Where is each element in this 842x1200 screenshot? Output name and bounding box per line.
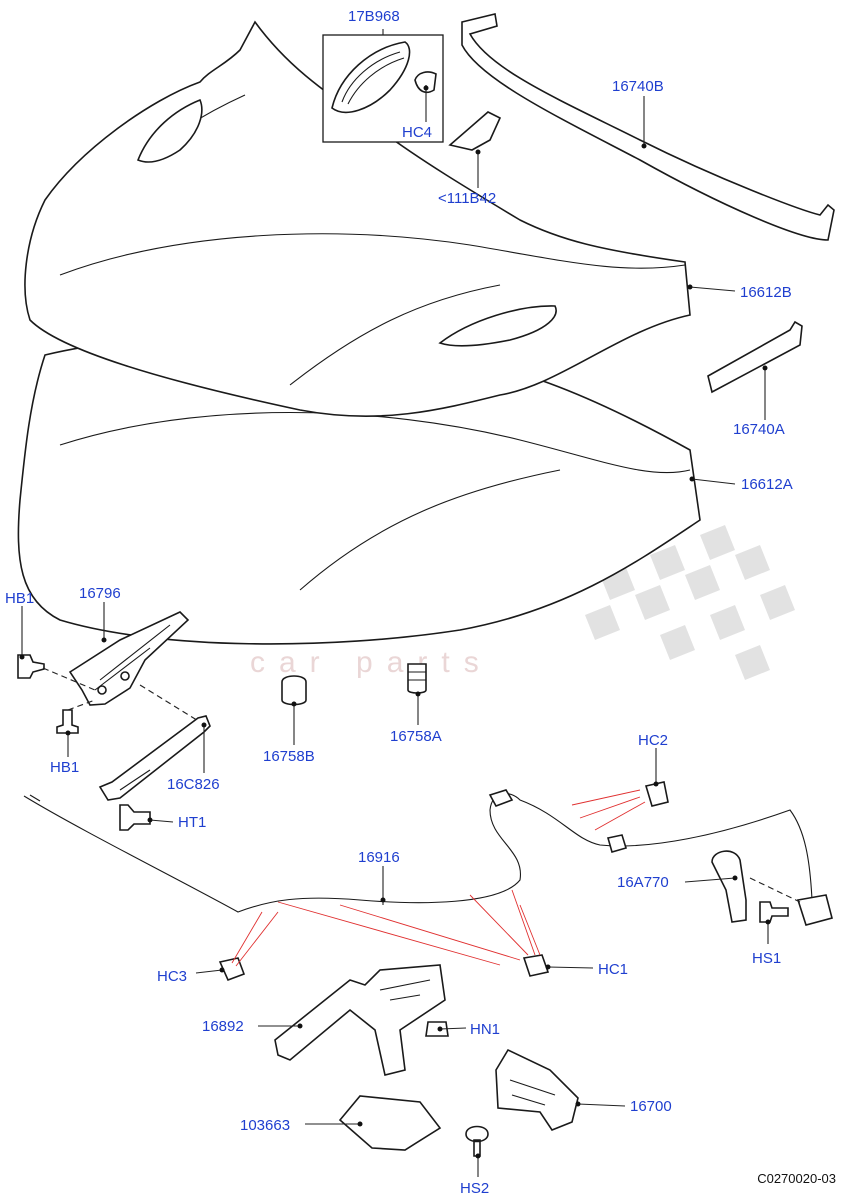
label-103663: 103663 <box>240 1117 290 1134</box>
label-111B42: <111B42 <box>438 190 496 207</box>
release-handle-16A770 <box>711 850 833 926</box>
seal-16740A <box>707 320 803 394</box>
label-16892: 16892 <box>202 1018 244 1035</box>
label-16758A: 16758A <box>390 728 442 745</box>
nut-HN1 <box>425 1021 449 1037</box>
bolt-HT1 <box>119 804 151 831</box>
label-17B968: 17B968 <box>348 8 400 25</box>
label-16758B: 16758B <box>263 748 315 765</box>
bolt-HB1-lower <box>56 709 79 734</box>
screw-HS1 <box>759 901 789 923</box>
label-16796: 16796 <box>79 585 121 602</box>
label-16612B: 16612B <box>740 284 792 301</box>
label-HS1: HS1 <box>752 950 781 967</box>
label-16916: 16916 <box>358 849 400 866</box>
bump-stop-16758B <box>281 675 307 706</box>
clip-HC1 <box>522 954 550 977</box>
label-16700: 16700 <box>630 1098 672 1115</box>
upper-vent-right <box>438 305 557 347</box>
bracket-103663 <box>338 1095 442 1151</box>
bonnet-panel-16612B <box>24 20 691 417</box>
label-16740B: 16740B <box>612 78 664 95</box>
label-16A770: 16A770 <box>617 874 669 891</box>
part-labels: 17B968 HC4 <111B42 16740B 16612B 16740A … <box>5 8 793 1197</box>
release-cable-16916 <box>23 792 813 913</box>
cable-grommet <box>606 834 628 853</box>
latch-16700 <box>495 1048 579 1131</box>
label-HS2: HS2 <box>460 1180 489 1197</box>
catch-bracket-16892 <box>274 964 446 1076</box>
watermark-sub: car parts <box>250 646 493 679</box>
label-16C826: 16C826 <box>167 776 220 793</box>
leader-lines <box>21 29 769 1177</box>
diagram-reference-code: C0270020-03 <box>757 1171 836 1186</box>
gas-strut-16C826 <box>98 715 211 801</box>
label-16740A: 16740A <box>733 421 785 438</box>
label-HC1: HC1 <box>598 961 628 978</box>
latch-switch <box>796 894 833 926</box>
clip-HC4 <box>414 71 437 94</box>
label-HB1-lower: HB1 <box>50 759 79 776</box>
label-HT1: HT1 <box>178 814 206 831</box>
leader-dots <box>19 85 771 1159</box>
label-HC2: HC2 <box>638 732 668 749</box>
label-HB1-upper: HB1 <box>5 590 34 607</box>
screw-HS2 <box>465 1125 489 1157</box>
cable-connector <box>488 789 514 807</box>
seal-16740B <box>461 13 835 241</box>
label-HC3: HC3 <box>157 968 187 985</box>
checker-flag-logo <box>575 505 795 680</box>
label-16612A: 16612A <box>741 476 793 493</box>
hinge-16796 <box>68 611 190 706</box>
label-HC4: HC4 <box>402 124 432 141</box>
bump-stop-16758A <box>407 663 427 694</box>
vent-grille-17B968 <box>322 34 444 143</box>
upper-vent-left <box>136 98 203 163</box>
label-HN1: HN1 <box>470 1021 500 1038</box>
bracket-111B42 <box>448 111 502 151</box>
clip-indicator-lines <box>231 789 646 967</box>
